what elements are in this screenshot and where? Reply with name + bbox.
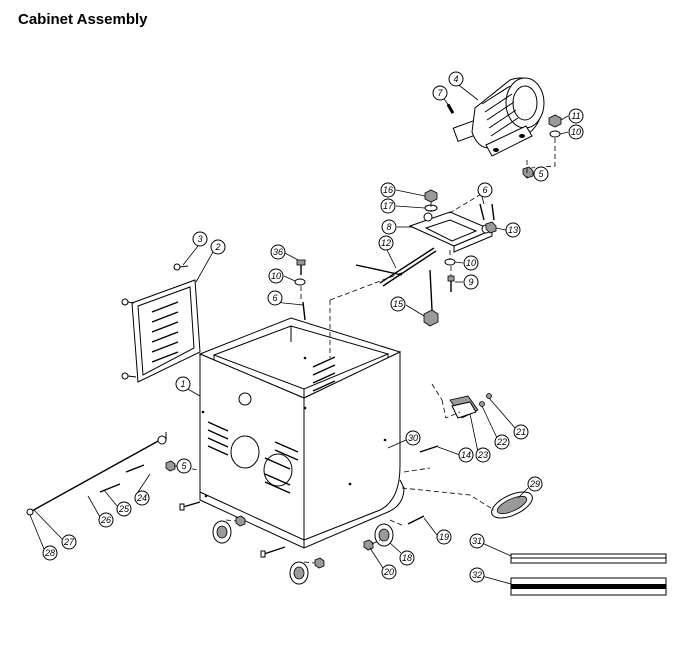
callout-29: 29 [527, 476, 543, 492]
callout-9: 9 [463, 274, 479, 290]
callout-24: 24 [134, 490, 150, 506]
svg-text:3: 3 [197, 234, 202, 244]
cabinet [198, 317, 405, 549]
guide-lines [175, 138, 556, 564]
svg-text:18: 18 [402, 553, 412, 563]
callout-19: 19 [436, 529, 452, 545]
callout-27: 27 [61, 534, 77, 550]
svg-text:19: 19 [439, 532, 449, 542]
callout-1: 1 [175, 376, 191, 392]
side-panel [121, 263, 201, 383]
callout-36: 36 [270, 244, 286, 260]
svg-text:2: 2 [214, 242, 220, 252]
callout-5b: 5 [176, 458, 192, 474]
svg-text:15: 15 [393, 299, 404, 309]
page-title: Cabinet Assembly [18, 11, 148, 28]
svg-text:21: 21 [515, 427, 526, 437]
svg-text:26: 26 [100, 515, 111, 525]
svg-text:25: 25 [118, 504, 130, 514]
svg-text:22: 22 [496, 437, 507, 447]
callout-7: 7 [432, 85, 448, 101]
callout-14: 14 [458, 447, 474, 463]
svg-text:10: 10 [271, 271, 281, 281]
callout-23: 23 [475, 447, 491, 463]
svg-text:30: 30 [408, 433, 418, 443]
callout-6b: 6 [267, 290, 283, 306]
callout-18: 18 [399, 550, 415, 566]
svg-text:32: 32 [472, 570, 482, 580]
svg-text:5: 5 [181, 461, 187, 471]
callout-28: 28 [42, 545, 58, 561]
svg-text:9: 9 [468, 277, 473, 287]
callout-30: 30 [405, 430, 421, 446]
svg-text:6: 6 [272, 293, 277, 303]
svg-text:28: 28 [44, 548, 55, 558]
callout-3: 3 [192, 231, 208, 247]
svg-text:6: 6 [482, 185, 487, 195]
callout-6a: 6 [477, 182, 493, 198]
svg-text:8: 8 [386, 222, 391, 232]
svg-text:10: 10 [571, 127, 581, 137]
callout-16: 16 [380, 182, 396, 198]
svg-text:20: 20 [383, 567, 394, 577]
callout-31: 31 [469, 533, 485, 549]
svg-text:7: 7 [437, 88, 443, 98]
svg-text:27: 27 [63, 537, 75, 547]
callout-32: 32 [469, 567, 485, 583]
svg-text:14: 14 [461, 450, 471, 460]
svg-text:16: 16 [383, 185, 393, 195]
svg-text:29: 29 [529, 479, 540, 489]
callout-5a: 5 [533, 166, 549, 182]
callouts: 1 2 3 4 5 5 6 6 7 8 9 10 10 10 11 12 13 … [42, 71, 584, 583]
callout-10c: 10 [268, 268, 284, 284]
svg-text:23: 23 [477, 450, 488, 460]
svg-text:5: 5 [538, 169, 544, 179]
motor-bracket [408, 211, 494, 253]
callout-11: 11 [568, 108, 584, 124]
svg-text:36: 36 [273, 247, 283, 257]
svg-text:17: 17 [383, 201, 394, 211]
callout-20: 20 [381, 564, 397, 580]
svg-text:4: 4 [453, 74, 458, 84]
callout-25: 25 [116, 501, 132, 517]
svg-text:13: 13 [508, 225, 518, 235]
svg-text:11: 11 [571, 111, 580, 121]
callout-22: 22 [494, 434, 510, 450]
callout-13: 13 [505, 222, 521, 238]
callout-2: 2 [210, 239, 226, 255]
callout-4: 4 [448, 71, 464, 87]
callout-26: 26 [98, 512, 114, 528]
svg-text:24: 24 [136, 493, 147, 503]
callout-10b: 10 [463, 255, 479, 271]
svg-text:12: 12 [381, 238, 391, 248]
callout-10a: 10 [568, 124, 584, 140]
callout-21: 21 [513, 424, 529, 440]
svg-text:31: 31 [472, 536, 482, 546]
callout-17: 17 [380, 198, 396, 214]
motor [446, 77, 545, 157]
callout-15: 15 [390, 296, 406, 312]
svg-text:1: 1 [180, 379, 185, 389]
svg-text:10: 10 [466, 258, 476, 268]
callout-12: 12 [378, 235, 394, 251]
callout-8: 8 [381, 219, 397, 235]
hardware [26, 114, 667, 596]
